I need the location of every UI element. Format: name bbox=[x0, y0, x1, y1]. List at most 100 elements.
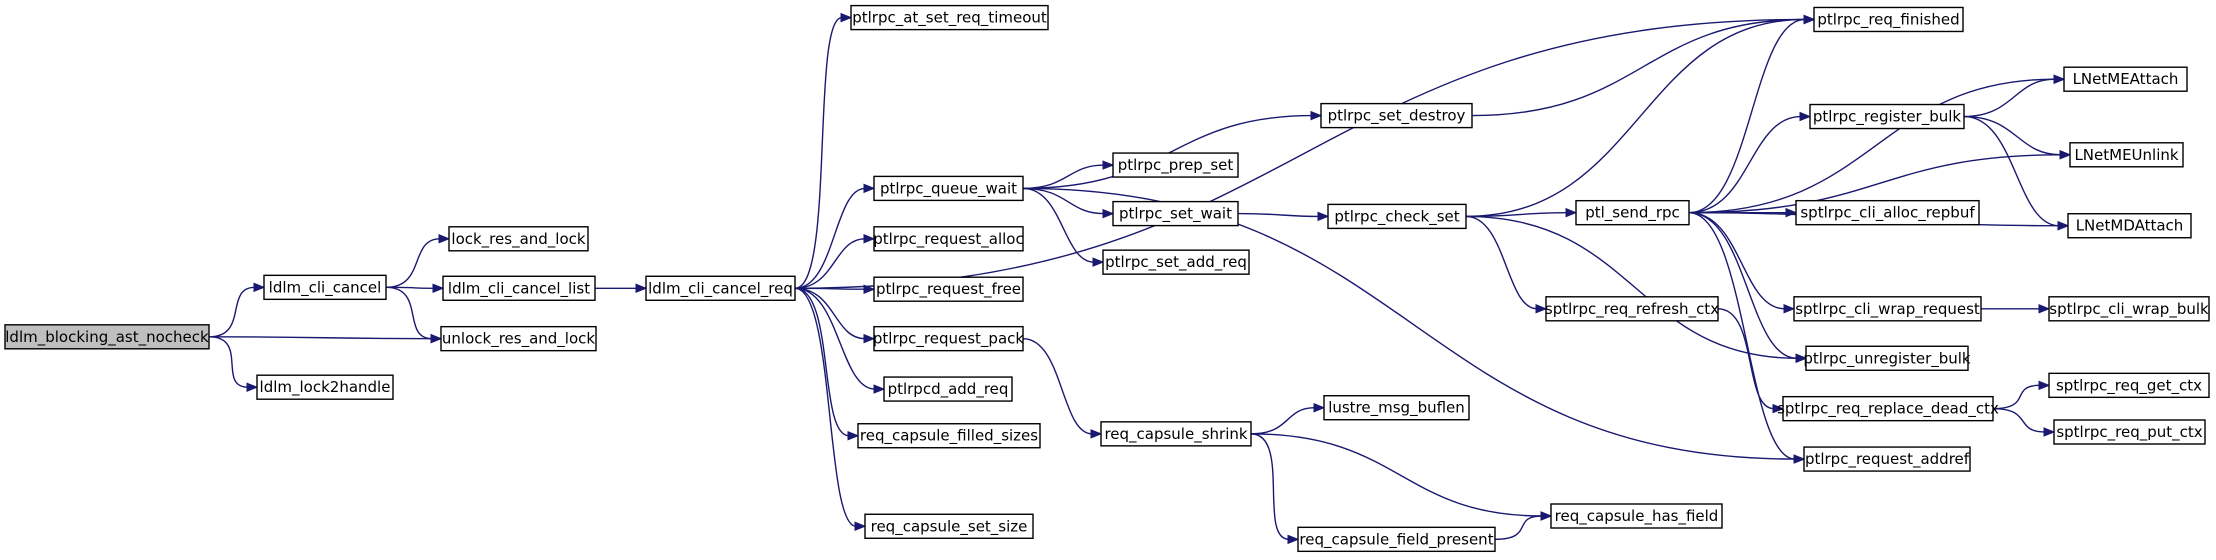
edge-n_check_set-to-n_req_finished bbox=[1465, 18, 1806, 218]
node-set-destroy[interactable]: ptlrpc_set_destroy bbox=[1320, 102, 1473, 129]
node-box bbox=[1809, 103, 1965, 130]
node-unlock-res[interactable]: unlock_res_and_lock bbox=[440, 325, 597, 352]
node-set-add-req[interactable]: ptlrpc_set_add_req bbox=[1102, 249, 1250, 275]
arrowhead-n_cli_cancel-to-n_lock_res bbox=[438, 234, 451, 244]
node-label: ptlrpc_set_wait bbox=[1119, 205, 1232, 224]
node-box bbox=[1112, 152, 1239, 178]
node-request-free[interactable]: ptlrpc_request_free bbox=[873, 276, 1024, 302]
node-prep-set[interactable]: ptlrpc_prep_set bbox=[1112, 152, 1239, 178]
node-label: req_capsule_field_present bbox=[1299, 530, 1493, 549]
node-capsule-shrink[interactable]: req_capsule_shrink bbox=[1100, 421, 1252, 447]
edge-n_capsule_shrink-to-n_field_present bbox=[1250, 433, 1290, 541]
node-label: sptlrpc_cli_alloc_repbuf bbox=[1800, 204, 1975, 223]
arrowhead-n_cancel_req-to-n_filled_sizes bbox=[847, 430, 860, 441]
edge-n_check_set-to-n_unregister_bulk bbox=[1465, 215, 1798, 359]
edge-n_send_rpc-to-n_me_attach bbox=[1688, 78, 2056, 214]
node-label: ptlrpc_unregister_bulk bbox=[1803, 349, 1971, 368]
node-box bbox=[873, 175, 1024, 202]
arrowhead-n_cancel_req-to-n_request_free bbox=[863, 284, 876, 294]
node-send-rpc[interactable]: ptl_send_rpc bbox=[1575, 199, 1690, 226]
node-box bbox=[1327, 203, 1467, 230]
node-box bbox=[2048, 296, 2210, 322]
node-box bbox=[1575, 199, 1690, 226]
node-box bbox=[2053, 419, 2206, 445]
node-label: req_capsule_has_field bbox=[1555, 507, 1719, 526]
node-field-present[interactable]: req_capsule_field_present bbox=[1297, 526, 1496, 553]
node-box bbox=[440, 325, 597, 352]
node-put-ctx[interactable]: sptlrpc_req_put_ctx bbox=[2053, 419, 2206, 445]
node-request-pack[interactable]: ptlrpc_request_pack bbox=[873, 325, 1024, 352]
node-label: sptlrpc_cli_wrap_bulk bbox=[2049, 300, 2209, 319]
node-filled-sizes[interactable]: req_capsule_filled_sizes bbox=[857, 423, 1041, 449]
node-label: ptlrpc_request_alloc bbox=[873, 230, 1023, 249]
node-set-wait[interactable]: ptlrpc_set_wait bbox=[1112, 200, 1239, 227]
edge-n_set_wait-to-n_check_set bbox=[1237, 212, 1320, 218]
node-label: LNetMEUnlink bbox=[2074, 146, 2178, 164]
node-alloc-repbuf[interactable]: sptlrpc_cli_alloc_repbuf bbox=[1795, 199, 1980, 226]
edge-n_queue_wait-to-n_set_add_req bbox=[1022, 187, 1095, 263]
node-check-set[interactable]: ptlrpc_check_set bbox=[1327, 203, 1467, 230]
node-box bbox=[448, 226, 589, 252]
node-root[interactable]: ldlm_blocking_ast_nocheck bbox=[4, 324, 210, 350]
edge-n_root-to-n_cli_cancel bbox=[208, 286, 256, 338]
node-box bbox=[2069, 142, 2184, 168]
node-label: ptlrpc_request_addref bbox=[1805, 450, 1970, 469]
node-box bbox=[1782, 395, 1994, 422]
node-label: req_capsule_filled_sizes bbox=[860, 427, 1038, 446]
node-wrap-request[interactable]: sptlrpc_cli_wrap_request bbox=[1793, 296, 1982, 322]
nodes-layer: ldlm_blocking_ast_nocheck ldlm_cli_cancel… bbox=[4, 4, 2210, 553]
node-label: sptlrpc_cli_wrap_request bbox=[1795, 300, 1980, 319]
arrowhead-n_send_rpc-to-n_request_addref bbox=[1793, 454, 1806, 464]
node-cancel-req[interactable]: ldlm_cli_cancel_req bbox=[645, 275, 796, 301]
node-request-alloc[interactable]: ptlrpc_request_alloc bbox=[873, 226, 1024, 252]
node-get-ctx[interactable]: sptlrpc_req_get_ctx bbox=[2048, 372, 2210, 399]
node-me-unlink[interactable]: LNetMEUnlink bbox=[2069, 142, 2184, 168]
node-box bbox=[873, 276, 1024, 302]
edge-n_request_pack-to-n_capsule_shrink bbox=[1022, 337, 1093, 435]
node-msg-buflen[interactable]: lustre_msg_buflen bbox=[1323, 395, 1470, 421]
node-box bbox=[1320, 102, 1473, 129]
node-wrap-bulk[interactable]: sptlrpc_cli_wrap_bulk bbox=[2048, 296, 2210, 322]
edge-n_send_rpc-to-n_me_unlink bbox=[1688, 154, 2062, 214]
node-register-bulk[interactable]: ptlrpc_register_bulk bbox=[1809, 103, 1965, 130]
node-lock-res[interactable]: lock_res_and_lock bbox=[448, 226, 589, 252]
node-me-attach[interactable]: LNetMEAttach bbox=[2063, 66, 2188, 92]
edge-n_capsule_shrink-to-n_msg_buflen bbox=[1250, 407, 1316, 435]
node-label: ptlrpc_request_free bbox=[876, 280, 1021, 299]
arrowhead-n_request_pack-to-n_capsule_shrink bbox=[1090, 429, 1103, 439]
node-box bbox=[1112, 200, 1239, 227]
node-box bbox=[873, 226, 1024, 252]
node-cancel-list[interactable]: ldlm_cli_cancel_list bbox=[442, 275, 596, 301]
node-set-size[interactable]: req_capsule_set_size bbox=[864, 513, 1034, 539]
node-at-set-req-timeout[interactable]: ptlrpc_at_set_req_timeout bbox=[850, 4, 1049, 31]
node-box bbox=[850, 4, 1049, 31]
node-lock2handle[interactable]: ldlm_lock2handle bbox=[256, 374, 394, 400]
node-has-field[interactable]: req_capsule_has_field bbox=[1550, 503, 1723, 529]
arrowhead-n_refresh_ctx-to-n_replace_dead_ctx bbox=[1772, 403, 1785, 414]
node-cli-cancel[interactable]: ldlm_cli_cancel bbox=[263, 274, 387, 301]
edge-n_cancel_req-to-n_ptlrpcd_add_req bbox=[794, 287, 876, 390]
node-box bbox=[4, 324, 210, 350]
node-replace-dead-ctx[interactable]: sptlrpc_req_replace_dead_ctx bbox=[1777, 395, 1999, 422]
node-queue-wait[interactable]: ptlrpc_queue_wait bbox=[873, 175, 1024, 202]
edge-n_send_rpc-to-n_request_addref bbox=[1688, 211, 1796, 460]
node-md-attach[interactable]: LNetMDAttach bbox=[2067, 213, 2192, 239]
node-label: lock_res_and_lock bbox=[451, 230, 585, 249]
edge-n_register_bulk-to-n_me_unlink bbox=[1963, 115, 2062, 156]
edge-n_send_rpc-to-n_register_bulk bbox=[1688, 115, 1802, 214]
node-req-finished[interactable]: ptlrpc_req_finished bbox=[1813, 6, 1964, 33]
node-box bbox=[256, 374, 394, 400]
arrowhead-n_send_rpc-to-n_wrap_request bbox=[1783, 304, 1796, 314]
node-label: sptlrpc_req_replace_dead_ctx bbox=[1777, 400, 1999, 419]
node-refresh-ctx[interactable]: sptlrpc_req_refresh_ctx bbox=[1545, 296, 1719, 322]
node-unregister-bulk[interactable]: ptlrpc_unregister_bulk bbox=[1803, 345, 1971, 371]
node-label: ptl_send_rpc bbox=[1585, 204, 1680, 223]
edge-n_queue_wait-to-n_prep_set bbox=[1022, 164, 1105, 190]
node-request-addref[interactable]: ptlrpc_request_addref bbox=[1803, 446, 1971, 472]
node-box bbox=[263, 274, 387, 301]
arrowhead-n_register_bulk-to-n_me_unlink bbox=[2059, 150, 2072, 160]
node-ptlrpcd-add-req[interactable]: ptlrpcd_add_req bbox=[883, 376, 1013, 402]
node-label: ptlrpc_register_bulk bbox=[1813, 108, 1962, 127]
